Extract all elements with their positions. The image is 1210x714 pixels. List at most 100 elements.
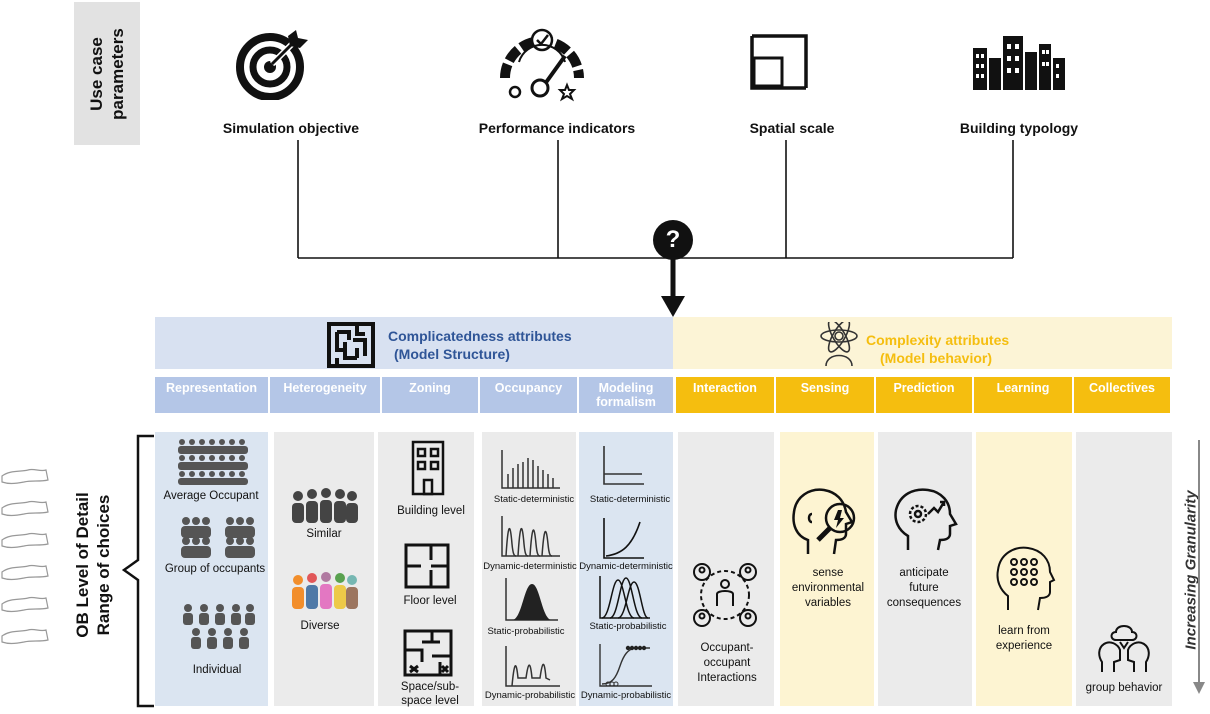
column-occupancy (482, 432, 576, 706)
formalism-static-deterministic-icon (603, 446, 644, 485)
complexity-band (673, 317, 1172, 369)
label-building-level: Building level (397, 505, 465, 517)
param-label-spatial-scale: Spatial scale (749, 120, 835, 136)
spatial-scale-icon (750, 34, 808, 90)
complicatedness-title-line1: Complicatedness attributes (388, 328, 572, 344)
ob-label-line2: Range of choices (94, 494, 113, 636)
header-modeling-line2: formalism (596, 395, 656, 409)
range-bracket (121, 434, 154, 708)
header-prediction: Prediction (876, 377, 972, 413)
label-formalism-dynamic-deterministic: Dynamic-deterministic (579, 561, 673, 572)
label-occupancy-static-probabilistic: Static-probabilistic (487, 626, 565, 637)
label-learning-line1: learn from (998, 625, 1050, 637)
label-space-line2: space level (401, 695, 459, 707)
label-sense-environmental-variables: sense environmental variables (792, 566, 864, 611)
header-occupancy: Occupancy (480, 377, 577, 413)
target-icon (236, 30, 308, 100)
label-occupancy-dynamic-probabilistic: Dynamic-probabilistic (484, 690, 576, 701)
formalism-static-probabilistic-icon (599, 576, 650, 619)
dynamic-probabilistic-chart-icon (505, 646, 560, 687)
question-marker (653, 220, 693, 260)
column-zoning (378, 432, 474, 706)
learning-head-icon (996, 546, 1056, 611)
column-collectives (1076, 432, 1172, 706)
label-prediction-line2: future (909, 582, 939, 594)
diverse-people-icon (292, 572, 358, 609)
gauge-icon (500, 28, 584, 102)
static-probabilistic-chart-icon (505, 578, 558, 621)
label-interaction-line3: Interactions (697, 672, 757, 684)
complexity-title: Complexity attributes (Model behavior) (866, 331, 1009, 367)
human-silhouettes-icon (1, 468, 49, 645)
param-label-building-typology: Building typology (959, 120, 1079, 136)
complexity-title-line1: Complexity attributes (866, 332, 1010, 348)
header-modeling-line1: Modeling (598, 381, 654, 395)
similar-people-icon (292, 488, 358, 523)
crowd-average-icon (178, 439, 248, 485)
label-space-line1: Space/sub- (400, 681, 460, 693)
formalism-dynamic-probabilistic-icon (599, 644, 652, 687)
label-prediction-line3: consequences (886, 597, 962, 609)
complicatedness-title: Complicatedness attributes (Model Struct… (388, 327, 572, 363)
header-collectives: Collectives (1074, 377, 1170, 413)
label-prediction-line1: anticipate (899, 567, 949, 579)
header-heterogeneity: Heterogeneity (270, 377, 380, 413)
header-representation: Representation (155, 377, 268, 413)
label-individual: Individual (192, 664, 242, 676)
column-prediction (878, 432, 972, 706)
label-floor-level: Floor level (403, 595, 457, 607)
prediction-head-icon (894, 488, 958, 551)
label-interaction-line2: occupant (703, 657, 751, 669)
label-formalism-static-deterministic: Static-deterministic (589, 494, 671, 505)
label-similar: Similar (306, 528, 342, 540)
formalism-dynamic-deterministic-icon (603, 518, 644, 559)
individual-crowd-icon (183, 604, 255, 649)
column-heterogeneity (274, 432, 374, 706)
label-diverse: Diverse (300, 620, 340, 632)
static-deterministic-chart-icon (501, 450, 560, 489)
header-zoning: Zoning (382, 377, 478, 413)
column-sensing (780, 432, 874, 706)
maze-icon (327, 322, 375, 368)
atom-person-icon (820, 322, 858, 367)
label-occupancy-dynamic-deterministic: Dynamic-deterministic (483, 561, 577, 572)
group-occupants-icon (181, 517, 255, 558)
label-anticipate-future-consequences: anticipate future consequences (887, 566, 961, 611)
label-formalism-dynamic-probabilistic: Dynamic-probabilistic (580, 690, 672, 701)
label-group-behavior: group behavior (1085, 682, 1163, 694)
label-sensing-line3: variables (804, 597, 852, 609)
floor-plan-icon (404, 543, 450, 589)
label-space-level: Space/sub- space level (401, 680, 459, 708)
label-interaction-line1: Occupant- (700, 642, 754, 654)
label-sensing-line2: environmental (791, 582, 865, 594)
label-occupant-interactions: Occupant- occupant Interactions (697, 641, 756, 686)
complicatedness-title-line2: (Model Structure) (394, 346, 510, 362)
label-learning-line2: experience (995, 640, 1053, 652)
header-sensing: Sensing (776, 377, 874, 413)
label-group-of-occupants: Group of occupants (164, 563, 266, 575)
space-level-icon (403, 629, 453, 677)
param-label-performance-indicators: Performance indicators (478, 120, 636, 136)
label-learn-from-experience: learn from experience (996, 624, 1052, 654)
occupant-interaction-icon (693, 563, 757, 627)
complexity-title-line2: (Model behavior) (880, 350, 993, 366)
dynamic-deterministic-chart-icon (501, 516, 560, 557)
label-average-occupant: Average Occupant (163, 490, 259, 502)
sensing-head-icon (792, 488, 856, 555)
column-representation (155, 432, 268, 706)
buildings-icon (973, 36, 1065, 90)
label-formalism-static-probabilistic: Static-probabilistic (589, 621, 667, 632)
label-occupancy-static-deterministic: Static-deterministic (493, 494, 575, 505)
complicatedness-band (155, 317, 673, 369)
connector-lines (297, 140, 1014, 317)
granularity-arrow (1193, 440, 1205, 694)
column-modeling-formalism (579, 432, 673, 706)
header-interaction: Interaction (676, 377, 774, 413)
label-sensing-line1: sense (812, 567, 844, 579)
question-mark-icon: ? (665, 226, 681, 253)
ob-label-line1: OB Level of Detail (73, 492, 92, 638)
param-label-simulation-objective: Simulation objective (222, 120, 360, 136)
